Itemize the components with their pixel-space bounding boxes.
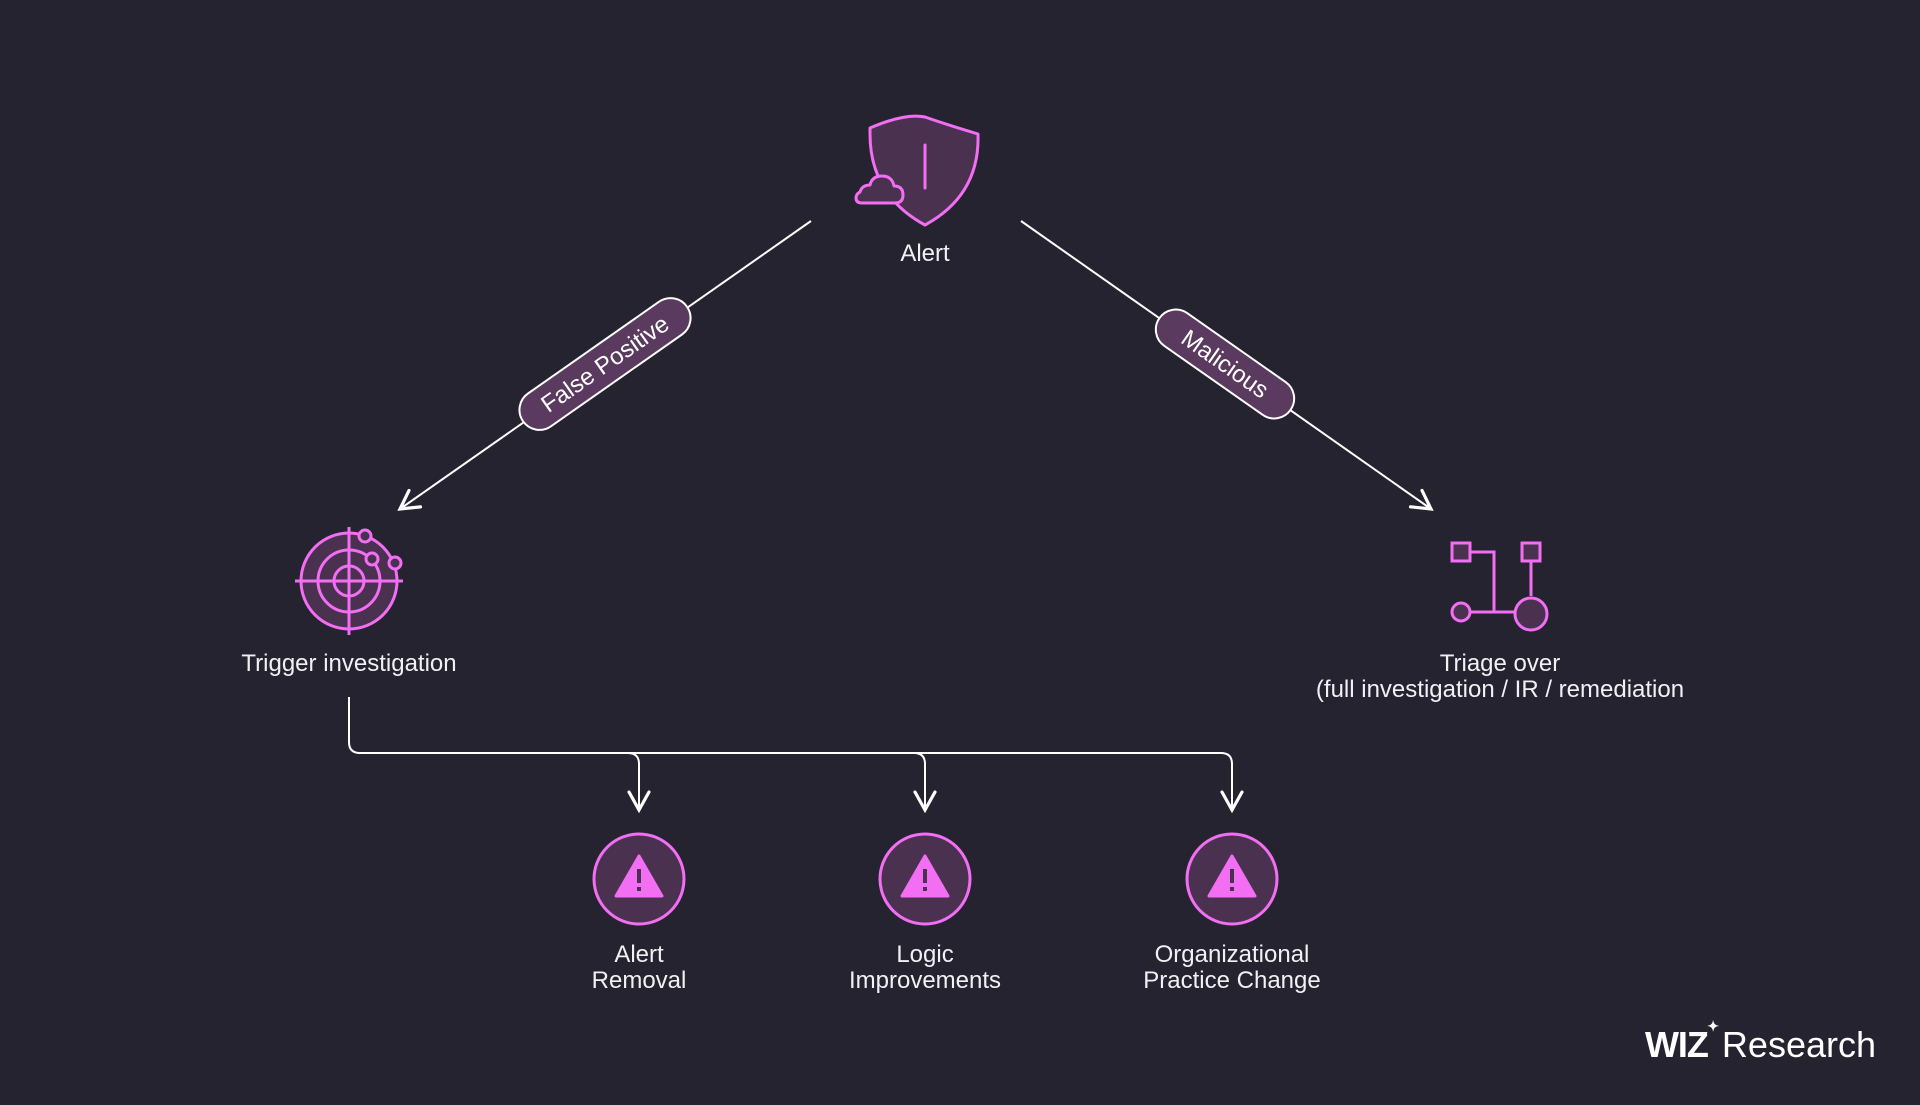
connector-branch-alert-removal <box>627 752 651 814</box>
shield-cloud-icon <box>854 114 980 227</box>
wiz-wordmark: WIZ ✦ <box>1644 1018 1719 1066</box>
outcome-logic-improvements-line2: Improvements <box>848 967 1002 994</box>
triage-label-line1: Triage over <box>1439 650 1561 677</box>
outcome-logic-improvements-line1: Logic <box>896 941 954 968</box>
connector-branch-logic-improvements <box>913 752 937 814</box>
false-positive-label: False Positive <box>536 311 674 419</box>
trigger-investigation-label: Trigger investigation <box>241 651 456 677</box>
network-flow-icon <box>1450 541 1549 632</box>
outcome-practice-change-label: Organizational Practice Change <box>1143 942 1320 994</box>
trigger-investigation-text: Trigger investigation <box>241 650 457 677</box>
outcome-practice-change-line2: Practice Change <box>1143 967 1321 994</box>
outcome-alert-removal-line2: Removal <box>591 967 687 994</box>
connector-trunk <box>348 697 1244 814</box>
wiz-text: WIZ <box>1644 1024 1709 1065</box>
warning-icon-practice-change <box>1185 832 1279 926</box>
alert-label-text: Alert <box>900 240 950 267</box>
outcome-alert-removal-label: Alert Removal <box>592 942 687 994</box>
warning-icon-alert-removal <box>592 832 686 926</box>
radar-target-icon <box>295 527 403 635</box>
outcome-practice-change-line1: Organizational <box>1154 941 1310 968</box>
alert-label: Alert <box>900 241 949 267</box>
research-wordmark: Research <box>1721 1024 1876 1065</box>
triage-label-line2: (full investigation / IR / remediation <box>1315 676 1685 703</box>
false-positive-pill: False Positive <box>518 297 692 431</box>
malicious-pill: Malicious <box>1154 308 1296 420</box>
warning-icon-logic-improvements <box>878 832 972 926</box>
outcome-alert-removal-line1: Alert <box>614 941 664 968</box>
sparkle-icon: ✦ <box>1707 1018 1719 1034</box>
triage-label: Triage over (full investigation / IR / r… <box>1316 651 1684 703</box>
wiz-research-logo: WIZ ✦ Research <box>1644 1018 1876 1067</box>
outcome-logic-improvements-label: Logic Improvements <box>849 942 1001 994</box>
